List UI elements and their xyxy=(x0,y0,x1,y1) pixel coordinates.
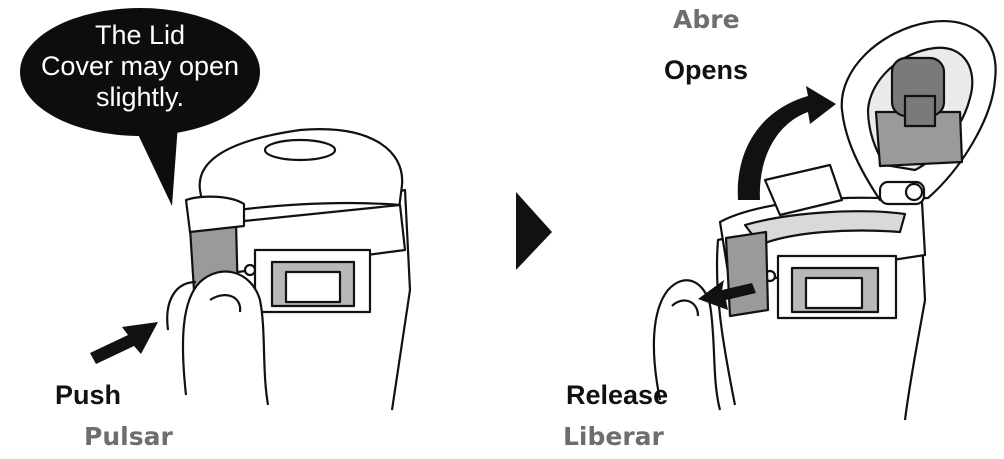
bottle-closed-illustration xyxy=(167,129,410,410)
pulsar-label: Pulsar xyxy=(84,422,173,451)
opens-label: Opens xyxy=(664,55,748,86)
liberar-label: Liberar xyxy=(563,422,664,451)
next-step-triangle-icon xyxy=(516,192,552,270)
push-label: Push xyxy=(55,380,121,411)
abre-label: Abre xyxy=(673,5,740,34)
bubble-line-1: The Lid xyxy=(20,20,260,51)
push-arrow-icon xyxy=(90,322,158,364)
speech-bubble-text: The Lid Cover may open slightly. xyxy=(20,20,260,113)
bubble-line-3: slightly. xyxy=(20,82,260,113)
bubble-line-2: Cover may open xyxy=(20,51,260,82)
release-label: Release xyxy=(566,380,668,411)
